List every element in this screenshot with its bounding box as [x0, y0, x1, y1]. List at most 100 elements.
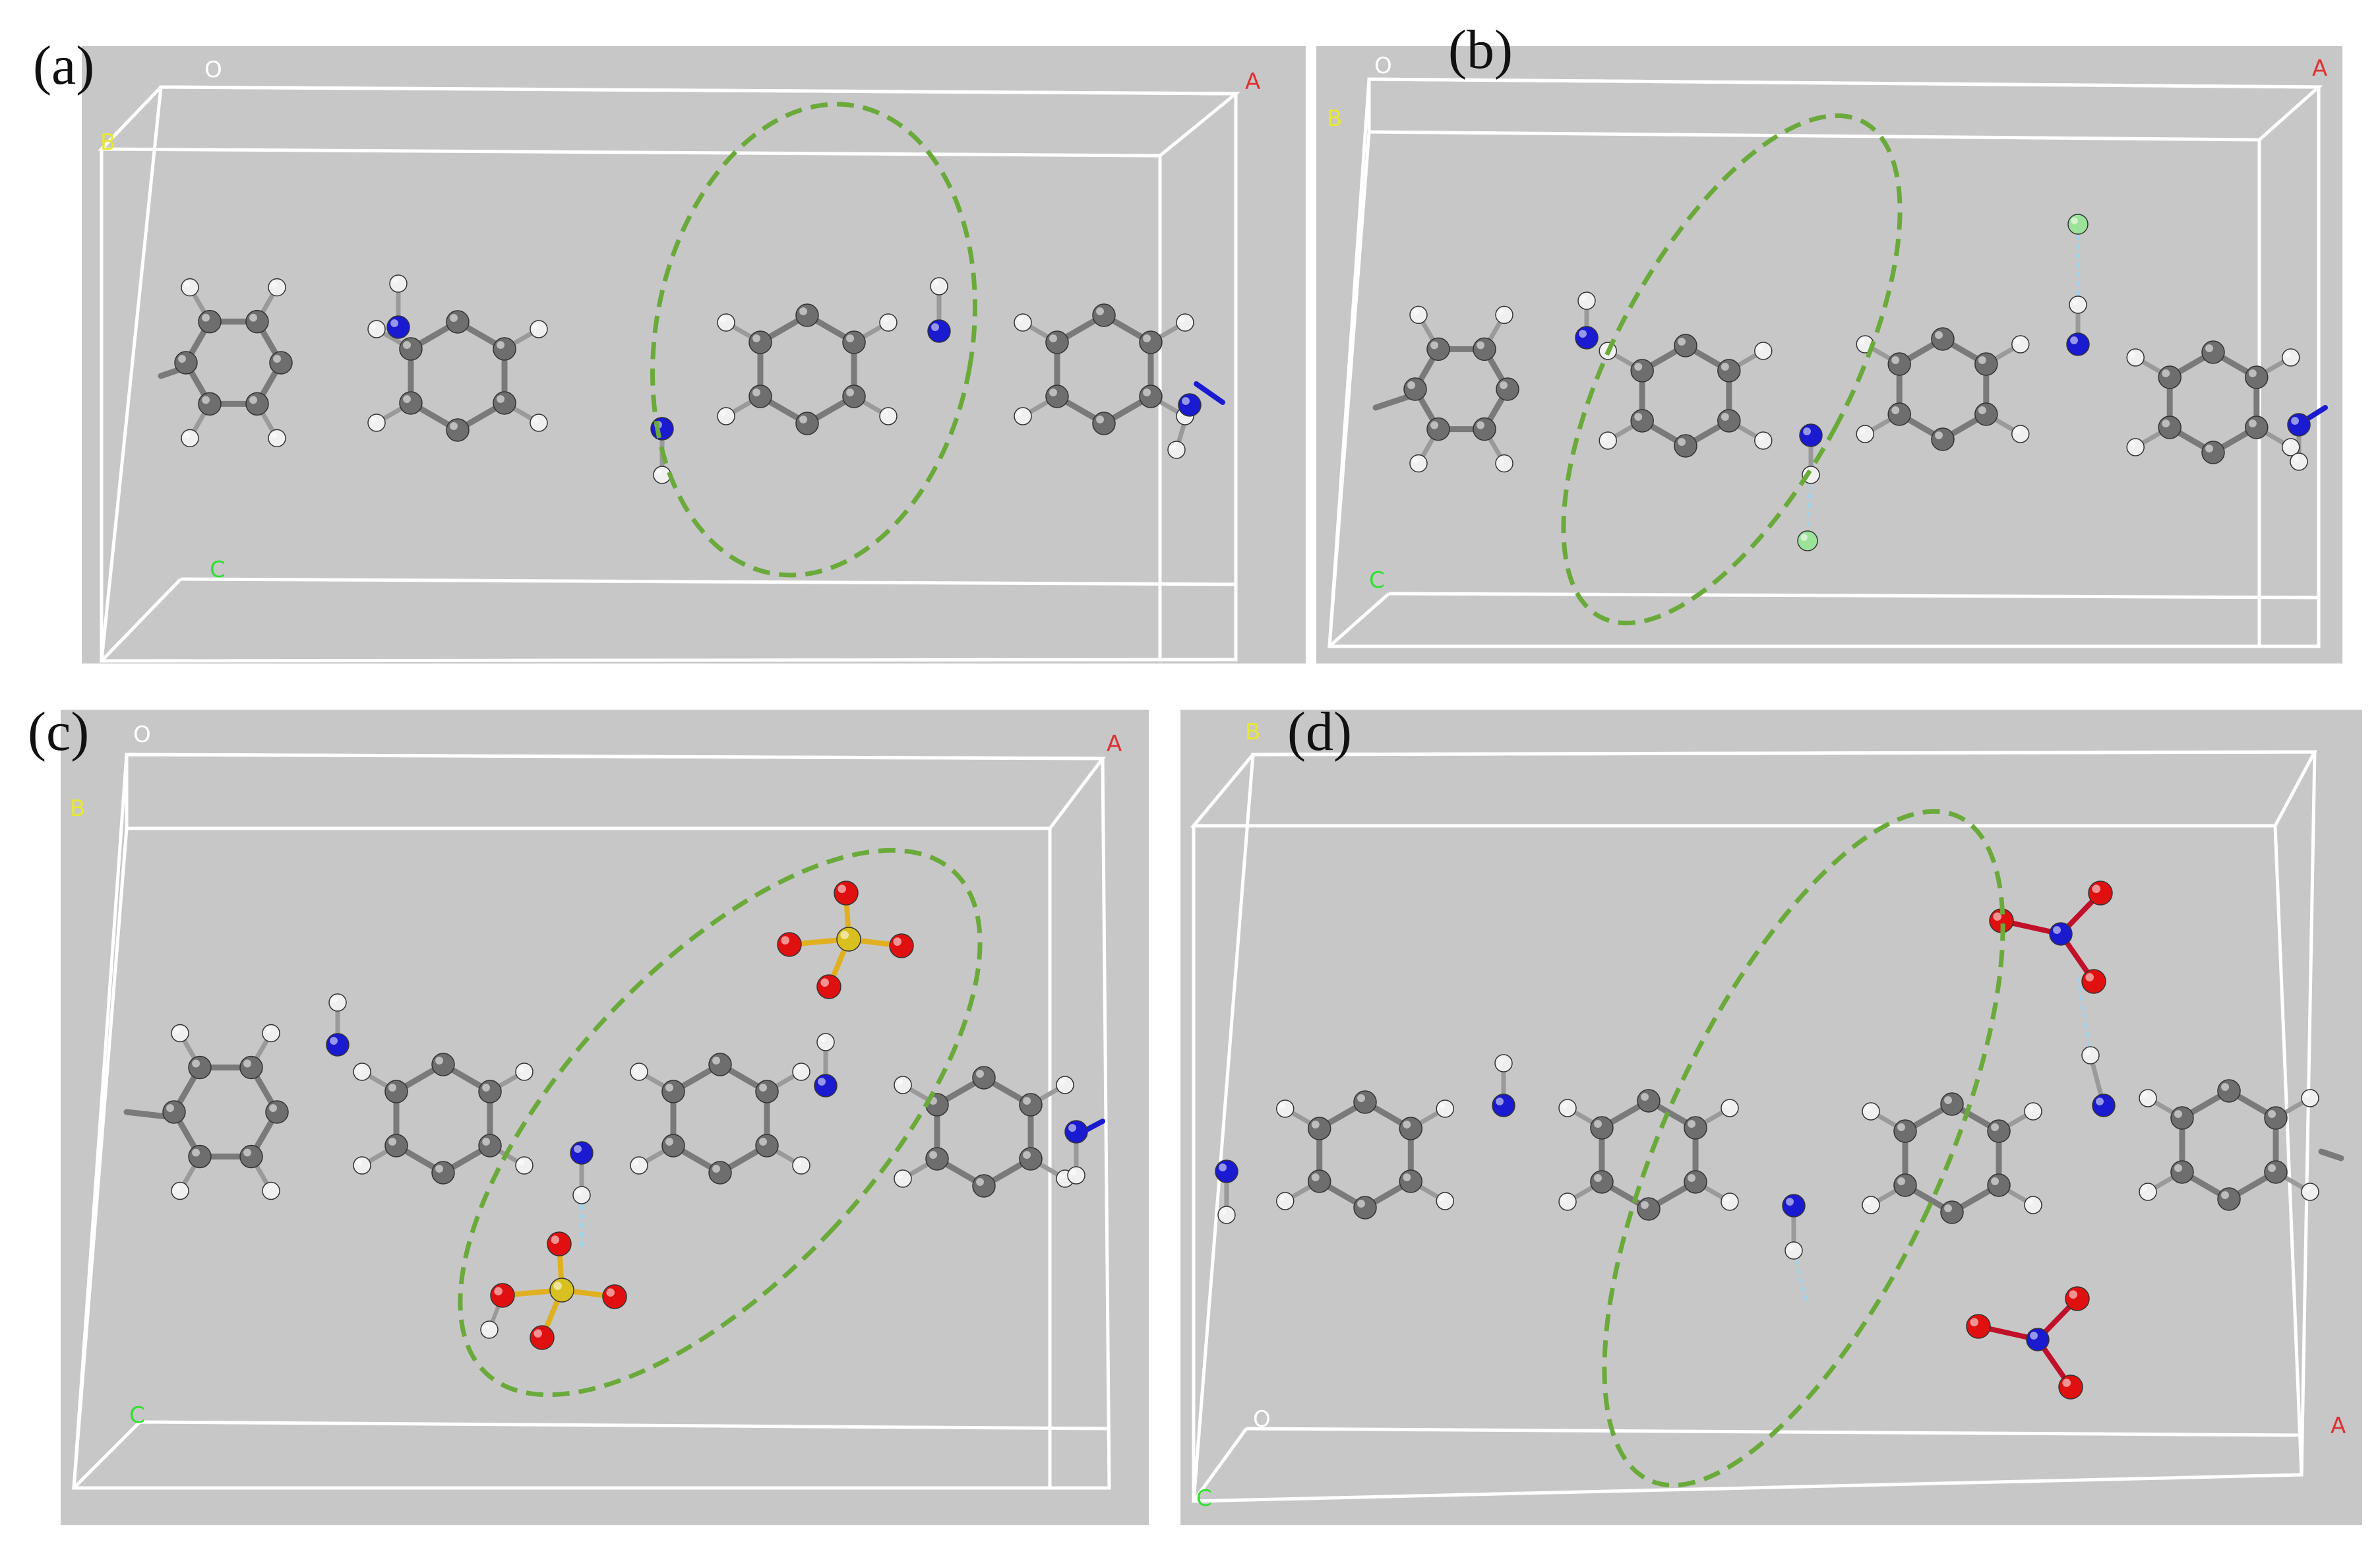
sulfur-atom [836, 927, 861, 952]
axis-label-b: B [70, 795, 86, 822]
atom-highlight [192, 1148, 200, 1157]
nitrogen-atom [2049, 922, 2073, 946]
carbon-atom [239, 1144, 263, 1169]
carbon-atom [265, 1100, 289, 1124]
atom-highlight [482, 1138, 491, 1146]
atom-highlight [551, 1235, 559, 1244]
atom-highlight [497, 341, 505, 349]
atom-highlight [719, 410, 727, 416]
atom-highlight [1864, 1198, 1872, 1205]
atom-highlight [799, 307, 808, 315]
carbon-atom [1974, 352, 1998, 376]
hydrogen-atom [1721, 1099, 1739, 1117]
atom-highlight [1944, 1204, 1952, 1212]
hydrogen-atom [2011, 425, 2030, 443]
axis-label-a: A [2312, 55, 2328, 82]
hydrogen-atom [792, 1063, 810, 1081]
hydrogen-atom [930, 277, 948, 295]
atom-highlight [1311, 1173, 1320, 1181]
carbon-atom [1426, 337, 1450, 361]
atom-highlight [1407, 381, 1415, 389]
hydrogen-atom [367, 320, 386, 338]
polyaniline-chain [158, 274, 1225, 484]
highlight-ellipse [458, 848, 983, 1398]
carbon-atom [795, 412, 819, 435]
oxygen-atom [2065, 1286, 2090, 1311]
atom-group [174, 274, 1202, 484]
carbon-atom [493, 391, 516, 415]
atom-highlight [1219, 1163, 1227, 1171]
atom-highlight [2205, 344, 2213, 352]
atom-highlight [2205, 445, 2213, 452]
unit-cell-box [1190, 750, 2318, 1503]
hydrogen-atom [2126, 348, 2145, 367]
carbon-atom [1426, 417, 1450, 441]
atom-highlight [632, 1065, 640, 1072]
hydrogen-atom [2126, 438, 2145, 456]
nitrogen-atom [1064, 1120, 1088, 1144]
nitrogen-atom [2066, 332, 2090, 356]
hydrogen-atom [1558, 1099, 1577, 1117]
oxygen-atom [2088, 881, 2113, 906]
atom-highlight [435, 1165, 443, 1173]
carbon-atom [1590, 1116, 1614, 1140]
highlight-ellipse [1602, 809, 2005, 1488]
atom-highlight [931, 323, 940, 331]
atom-highlight [1058, 1078, 1065, 1085]
carbon-atom [1893, 1173, 1917, 1197]
atom-highlight [1016, 410, 1023, 416]
carbon-atom [2217, 1079, 2241, 1103]
atom-highlight [1403, 1121, 1411, 1129]
atom-highlight [1439, 1194, 1446, 1201]
atom-highlight [1430, 421, 1438, 429]
atom-highlight [846, 334, 855, 342]
atom-highlight [882, 316, 888, 323]
unit-cell-box [1327, 77, 2323, 648]
panel-label-c: (c) [28, 701, 90, 762]
atom-highlight [534, 1329, 542, 1338]
hydrogen-atom [1558, 1192, 1577, 1211]
carbon-atom [1473, 417, 1496, 441]
carbon-atom [1684, 1116, 1707, 1140]
atom-highlight [819, 1036, 826, 1042]
atom-highlight [2268, 1110, 2276, 1118]
atom-highlight [1594, 1120, 1602, 1128]
panel-d: O A B C [1180, 710, 2362, 1525]
hydrogen-atom [2011, 335, 2030, 354]
bond [2318, 1148, 2344, 1161]
atom-highlight [1688, 1174, 1696, 1182]
carbon-atom [1353, 1196, 1377, 1220]
atom-highlight [665, 1138, 673, 1146]
atom-highlight [2071, 217, 2078, 224]
hydrogen-atom [353, 1063, 371, 1081]
hydrogen-atom [1436, 1099, 1454, 1118]
axis-label-a: A [2331, 1413, 2346, 1439]
carbon-atom [1019, 1093, 1043, 1117]
carbon-atom [188, 1055, 212, 1080]
nitrogen-atom [1799, 423, 1823, 447]
bond-group [158, 281, 1225, 478]
atom-highlight [497, 395, 505, 403]
atom-highlight [1580, 294, 1587, 301]
nitrogen-atom [326, 1033, 350, 1057]
carbon-atom [478, 1080, 502, 1103]
axis-label-c: C [1196, 1485, 1212, 1512]
atom-highlight [403, 395, 411, 403]
axis-label-a: A [1245, 69, 1261, 95]
atom-highlight [1496, 1098, 1504, 1105]
atom-highlight [483, 1323, 489, 1330]
carbon-atom [1399, 1117, 1423, 1140]
hydrogen-atom [2139, 1089, 2157, 1107]
polyaniline-chain [123, 881, 1105, 1350]
hydrogen-atom [353, 1156, 371, 1175]
hydrogen-atom [389, 274, 408, 293]
atom-highlight [2027, 1105, 2033, 1111]
hydrogen-atom [1754, 431, 1773, 450]
axis-label-o: O [1253, 1406, 1271, 1433]
carbon-atom [972, 1174, 996, 1198]
nitrogen-atom [650, 417, 674, 441]
atom-highlight [799, 416, 808, 423]
carbon-atom [1637, 1089, 1661, 1113]
axis-label-o: O [204, 57, 222, 83]
carbon-atom [384, 1134, 408, 1158]
